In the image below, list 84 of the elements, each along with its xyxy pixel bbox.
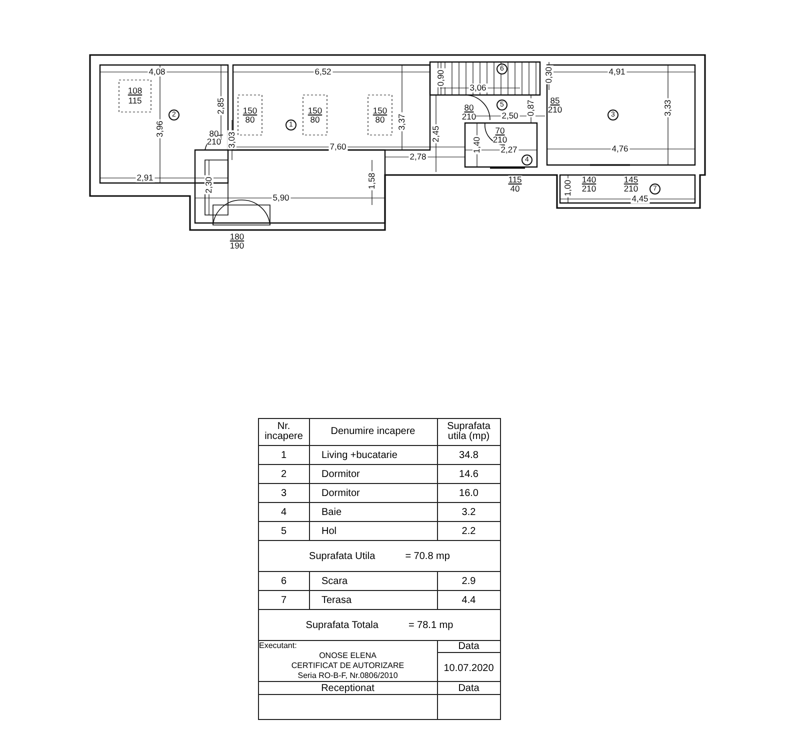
subtotal-text: = 70.8 mp bbox=[405, 550, 450, 562]
dimension-label: 3,06 bbox=[468, 84, 488, 92]
table-header: Nr. incapere bbox=[264, 421, 303, 442]
opening-size-label: 210 bbox=[548, 106, 562, 114]
row-number: 4 bbox=[280, 506, 287, 518]
area-value: 34.8 bbox=[459, 450, 478, 460]
opening-size-label: 40 bbox=[510, 184, 520, 194]
dimension-label: 6,52 bbox=[314, 68, 332, 76]
opening-size-label: 210 bbox=[582, 184, 596, 194]
opening-size-label: 210 bbox=[206, 138, 222, 146]
opening-size-label: 210 bbox=[624, 184, 638, 194]
signature-text: CERTIFICAT DE AUTORIZARE bbox=[290, 661, 406, 671]
dimension-label: 7,60 bbox=[328, 142, 348, 152]
dimension-label: 3,96 bbox=[156, 120, 164, 138]
dimension-label: 2,85 bbox=[216, 96, 226, 116]
opening-size-label: 150 bbox=[372, 106, 388, 116]
dimension-label: 3,03 bbox=[228, 130, 236, 150]
signature-text: ONOSE ELENA bbox=[318, 651, 378, 661]
dimension-label: 2,45 bbox=[432, 124, 440, 144]
dimension-label: 4,76 bbox=[610, 144, 630, 154]
opening-size-label: 140 bbox=[582, 176, 596, 184]
area-value: 2.2 bbox=[462, 526, 476, 536]
table-header: Suprafata utila (mp) bbox=[447, 421, 490, 442]
opening-size-label: 108 bbox=[128, 86, 142, 96]
table-header: Denumire incapere bbox=[330, 426, 416, 437]
opening-size-label: 150 bbox=[308, 106, 322, 116]
date-value: 10.07.2020 bbox=[442, 663, 495, 674]
opening-size-label: 80 bbox=[464, 104, 474, 112]
opening-size-label: 80 bbox=[375, 116, 385, 124]
area-value: 2.9 bbox=[462, 576, 476, 586]
area-value: 3.2 bbox=[462, 506, 476, 518]
opening-size-label: 210 bbox=[492, 136, 508, 144]
room-name: Scara bbox=[322, 576, 348, 586]
dimension-label: 1,58 bbox=[368, 172, 376, 190]
dimension-label: 4,08 bbox=[148, 68, 166, 76]
opening-size-label: 180 bbox=[230, 232, 244, 242]
area-value: 4.4 bbox=[462, 594, 476, 606]
opening-size-label: 115 bbox=[128, 96, 142, 106]
room-name: Hol bbox=[322, 526, 337, 536]
total-area-text: Suprafata Totala bbox=[306, 620, 378, 630]
dimension-label: 5,90 bbox=[272, 194, 290, 202]
signature-text: Seria RO-B-F, Nr.0806/2010 bbox=[296, 671, 399, 681]
area-value: 16.0 bbox=[459, 488, 478, 498]
row-number: 5 bbox=[280, 526, 287, 536]
opening-size-label: 115 bbox=[508, 176, 522, 184]
row-number: 2 bbox=[280, 468, 287, 480]
row-number: 3 bbox=[280, 488, 287, 498]
signature-text: Executant: bbox=[259, 641, 298, 651]
opening-size-label: 190 bbox=[230, 242, 244, 250]
date-label: Data bbox=[458, 682, 480, 694]
dimension-label: 2,27 bbox=[500, 146, 518, 154]
room-name: Baie bbox=[322, 506, 342, 518]
room-name: Dormitor bbox=[322, 468, 360, 480]
opening-size-label: 145 bbox=[624, 176, 638, 184]
opening-size-label: 150 bbox=[242, 106, 258, 116]
dimension-label: 0,90 bbox=[436, 68, 446, 88]
dimension-label: 3,37 bbox=[398, 112, 406, 132]
row-number: 7 bbox=[280, 594, 287, 606]
dimension-label: 2,50 bbox=[500, 112, 520, 120]
dimension-label: 2,30 bbox=[204, 176, 214, 194]
dimension-label: 1,00 bbox=[564, 178, 572, 198]
opening-size-label: 210 bbox=[462, 112, 476, 122]
dimension-label: 4,91 bbox=[608, 68, 626, 76]
opening-size-label: 80 bbox=[310, 116, 320, 124]
opening-size-label: 80 bbox=[245, 116, 255, 124]
dimension-label: 2,91 bbox=[136, 174, 154, 182]
opening-size-label: 70 bbox=[495, 126, 505, 136]
room-name: Terasa bbox=[322, 594, 352, 606]
dimension-label: 1,40 bbox=[472, 136, 482, 154]
room-name: Living +bucatarie bbox=[322, 450, 398, 460]
dimension-label: 0,30 bbox=[544, 66, 554, 84]
dimension-label: 4,45 bbox=[630, 194, 650, 204]
receipt-label: Receptionat bbox=[321, 682, 374, 694]
room-name: Dormitor bbox=[322, 488, 360, 498]
row-number: 1 bbox=[280, 450, 287, 460]
dimension-label: 3,33 bbox=[664, 98, 672, 118]
dimension-label: 2,78 bbox=[408, 152, 428, 162]
area-value: 14.6 bbox=[459, 468, 478, 480]
subtotal-text: Suprafata Utila bbox=[309, 550, 376, 562]
row-number: 6 bbox=[280, 576, 287, 586]
opening-size-label: 85 bbox=[550, 96, 560, 106]
total-area-text: = 78.1 mp bbox=[408, 620, 454, 630]
date-label: Data bbox=[438, 641, 500, 653]
dimension-label: 0,87 bbox=[526, 98, 536, 118]
